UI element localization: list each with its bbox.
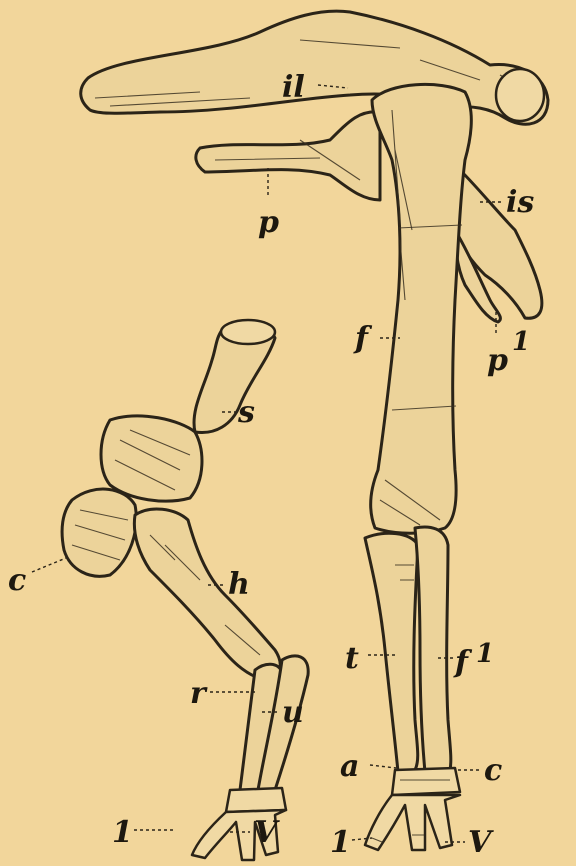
femur-bone [371,84,472,533]
label-humerus: h [228,567,250,602]
label-manus-digit-first: 1 [112,815,133,850]
label-astragalus: a [340,749,359,784]
label-radius: r [190,676,208,711]
label-pes-digit-first: 1 [330,825,351,860]
label-calcaneum: c [484,753,502,788]
label-fibula-superscript: 1 [476,639,494,669]
label-ulna: u [282,695,304,730]
scapula-end [221,320,275,344]
pes-tarsals [392,768,460,795]
ilium-bone [81,11,548,124]
label-postpubis: p [487,343,508,378]
scapula-blade [101,416,202,501]
tibia-bone [365,533,418,772]
fibula-bone [415,527,451,772]
label-pubis: p [258,205,279,240]
ilium-head [496,69,544,121]
label-ilium: il [282,70,305,105]
label-postpubis-superscript: 1 [512,327,530,357]
label-pes-digit-fifth: V [468,825,494,860]
humerus-bone [134,509,280,680]
label-tibia: t [345,641,359,676]
label-scapula: s [237,395,255,430]
label-ischium: is [506,185,534,220]
pubis-bone [196,112,380,200]
label-femur: f [353,321,373,356]
label-manus-digit-fifth: V [254,815,280,850]
label-fibula: f [453,645,473,680]
manus-carpals [226,788,286,812]
forelimb [62,320,308,860]
label-coracoid: c [8,563,26,598]
